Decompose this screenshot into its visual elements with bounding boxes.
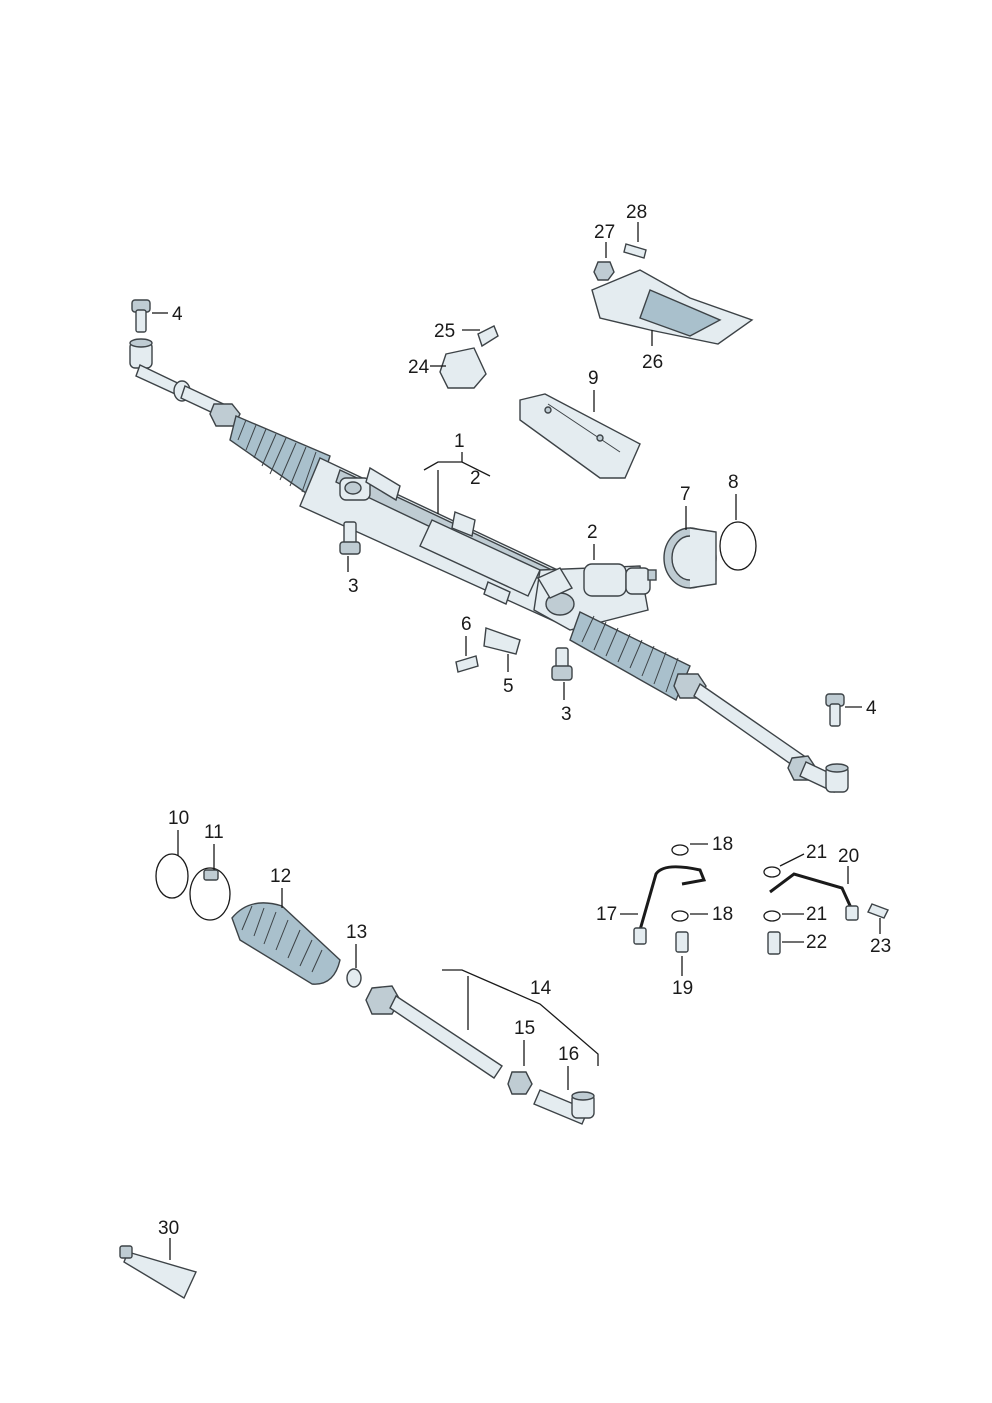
clamp-5 <box>483 627 521 655</box>
callout-13: 13 <box>346 922 367 943</box>
steering-rack-assembly <box>129 338 849 793</box>
callout-16: 16 <box>558 1044 579 1065</box>
callout-1: 1 <box>454 431 465 452</box>
tie-rod-end-right <box>799 761 849 793</box>
bolt-4-left <box>131 299 151 333</box>
callout-27: 27 <box>594 222 615 243</box>
bolt-4-right <box>825 693 845 727</box>
ring-10 <box>155 853 189 899</box>
shield-26 <box>591 269 754 345</box>
callout-14: 14 <box>530 978 552 999</box>
leader-lines <box>152 222 881 1260</box>
callout-6: 6 <box>461 614 472 635</box>
callout-25: 25 <box>434 321 455 342</box>
clip-13 <box>346 968 362 988</box>
callout-9: 9 <box>588 368 599 389</box>
bolt-6 <box>455 655 479 673</box>
tie-rod-end-16 <box>533 1089 595 1125</box>
callout-17: 17 <box>596 904 617 925</box>
callout-10: 10 <box>168 808 189 829</box>
bolt-25 <box>477 325 499 348</box>
tie-rod-end-left <box>129 338 191 402</box>
boot-12 <box>231 902 341 985</box>
callout-28: 28 <box>626 202 647 223</box>
callout-19: 19 <box>672 978 693 999</box>
callout-22: 22 <box>806 932 827 953</box>
rack-housing <box>299 457 601 633</box>
callout-18-upper: 18 <box>712 834 733 855</box>
seal-21-upper <box>763 866 781 878</box>
callout-11: 11 <box>204 822 224 843</box>
callout-12: 12 <box>270 866 291 887</box>
pinion-valve-housing <box>533 563 657 631</box>
callout-labels: 1 2 2 3 3 4 4 5 6 7 8 9 10 11 12 13 14 1… <box>158 202 891 1239</box>
callout-4-left: 4 <box>172 304 183 325</box>
callout-21-lower: 21 <box>806 904 827 925</box>
callout-5: 5 <box>503 676 514 697</box>
bolt-28 <box>623 243 647 259</box>
callout-7: 7 <box>680 484 691 505</box>
callout-8: 8 <box>728 472 739 493</box>
seal-18-upper <box>671 844 689 856</box>
callout-24: 24 <box>408 357 430 378</box>
pipe-20 <box>769 872 859 921</box>
tie-rod-14 <box>365 985 503 1079</box>
grease-tube-30 <box>119 1245 197 1300</box>
callout-15: 15 <box>514 1018 535 1039</box>
callout-4-right: 4 <box>866 698 877 719</box>
callout-26: 26 <box>642 352 663 373</box>
clamp-11 <box>189 867 231 921</box>
callout-21-upper: 21 <box>806 842 827 863</box>
callout-20: 20 <box>838 846 859 867</box>
callout-2-bracket: 2 <box>470 468 481 489</box>
bolt-23 <box>867 903 889 919</box>
bolt-22 <box>767 931 781 955</box>
nut-27 <box>593 261 615 281</box>
bearing-ring-7 <box>663 527 717 589</box>
bolt-19 <box>675 931 689 953</box>
bracket-24 <box>439 347 487 389</box>
pipe-17 <box>633 865 707 945</box>
callout-23: 23 <box>870 936 891 957</box>
heat-shield-9 <box>519 393 641 479</box>
callout-3-right: 3 <box>561 704 572 725</box>
bolt-3-right <box>551 647 573 681</box>
seal-21-lower <box>763 910 781 922</box>
callout-30: 30 <box>158 1218 179 1239</box>
bolt-3-left <box>339 521 361 555</box>
callout-3-left: 3 <box>348 576 359 597</box>
callout-2-pinion: 2 <box>587 522 598 543</box>
circlip-8 <box>719 521 757 571</box>
seal-18-lower <box>671 910 689 922</box>
callout-18-lower: 18 <box>712 904 733 925</box>
nut-15 <box>507 1071 533 1095</box>
boot-right <box>569 611 691 701</box>
